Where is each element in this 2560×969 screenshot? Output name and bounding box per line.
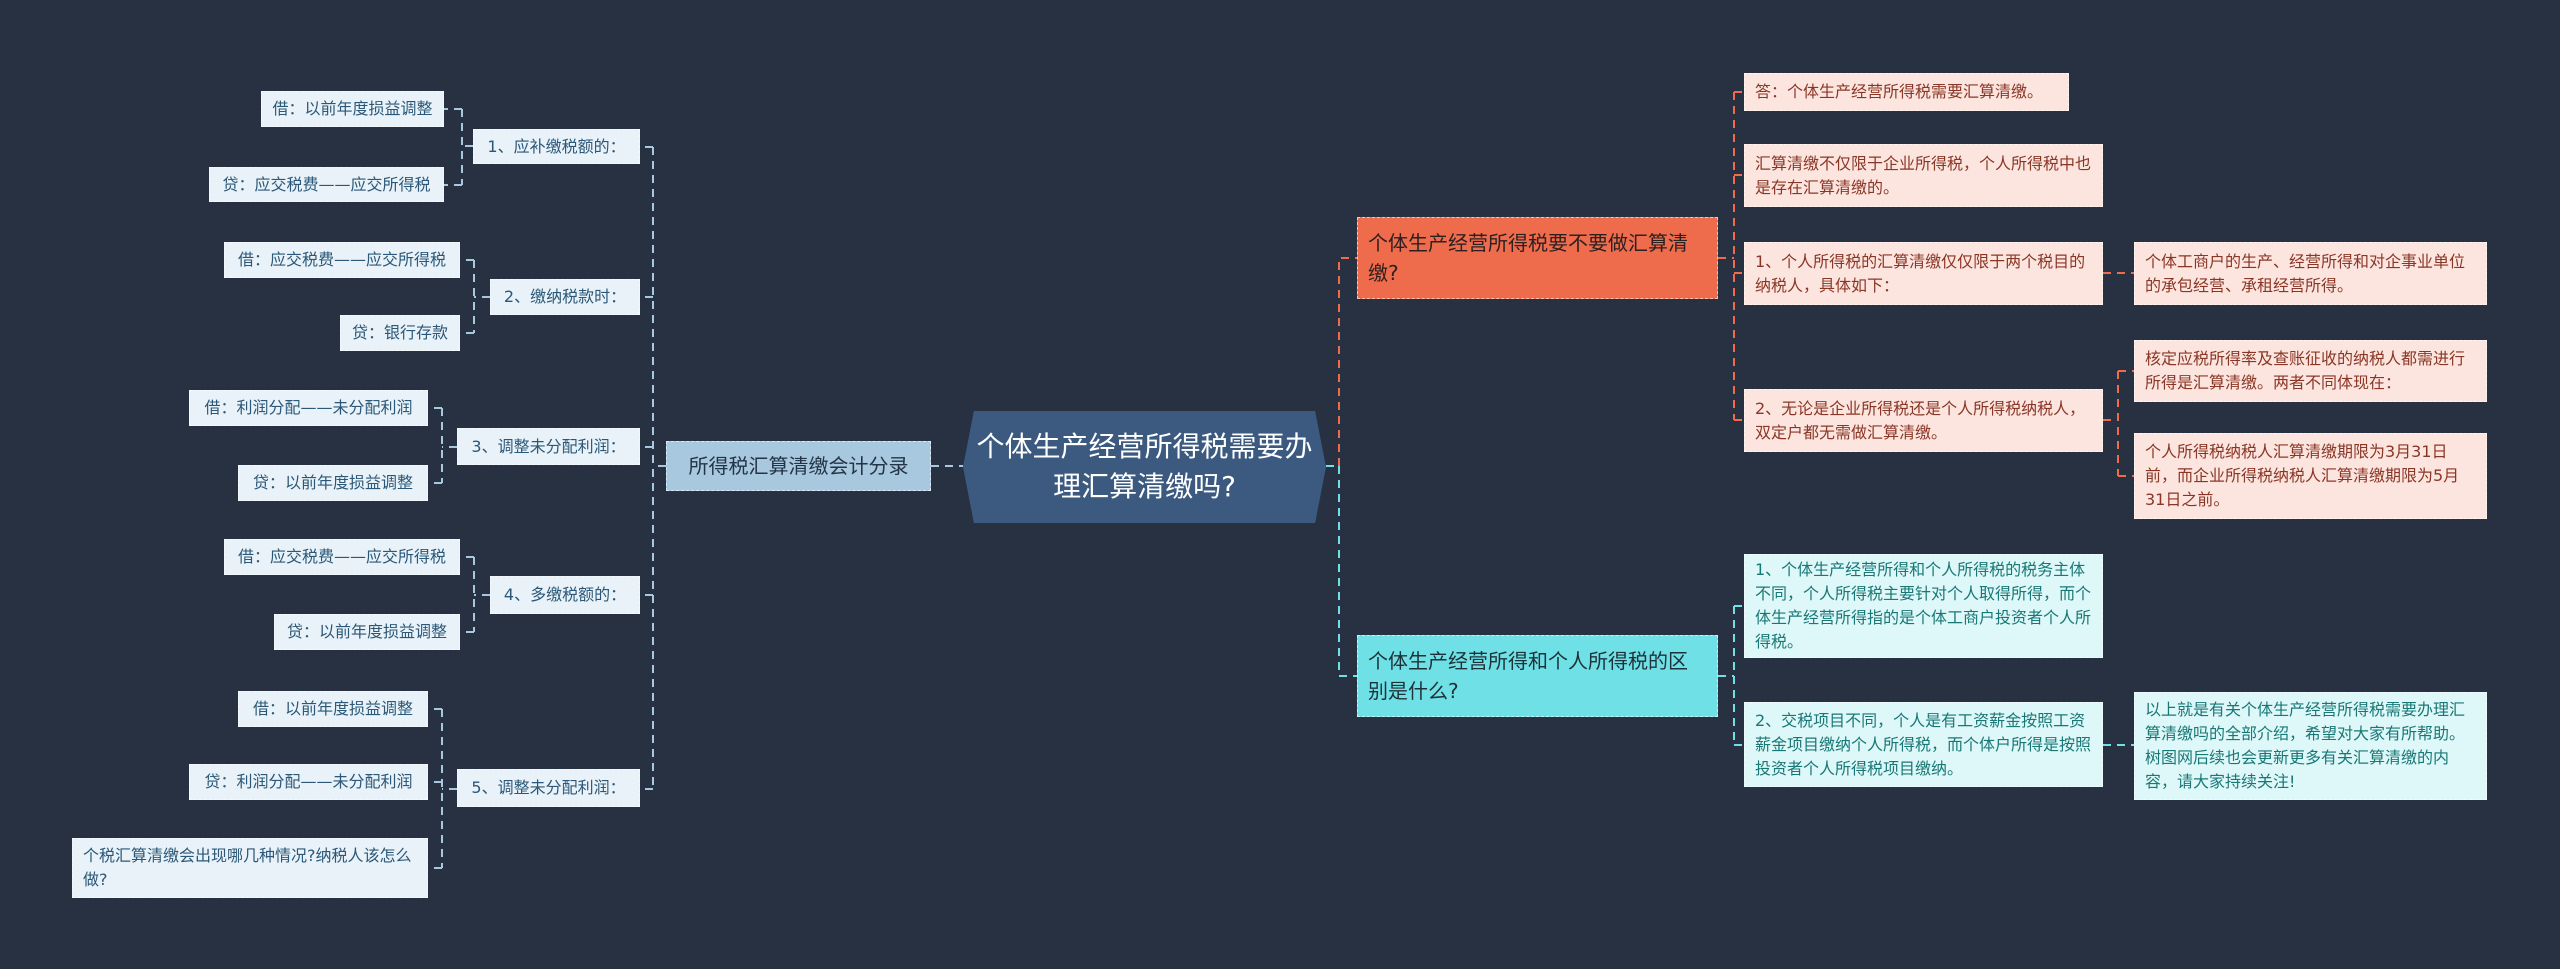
right-main-topic-2[interactable]: 个体生产经营所得和个人所得税的区别是什么? <box>1357 635 1718 717</box>
difference-item[interactable]: 1、个体生产经营所得和个人所得税的税务主体不同，个人所得税主要针对个人取得所得，… <box>1744 554 2103 658</box>
related-question-link[interactable]: 个税汇算清缴会出现哪几种情况?纳税人该怎么做? <box>72 838 428 898</box>
entry-item[interactable]: 贷：银行存款 <box>340 315 460 351</box>
difference-item[interactable]: 2、交税项目不同，个人是有工资薪金按照工资薪金项目缴纳个人所得税，而个体户所得是… <box>1744 702 2103 787</box>
answer-item[interactable]: 1、个人所得税的汇算清缴仅仅限于两个税目的纳税人，具体如下： <box>1744 242 2103 305</box>
detail-item[interactable]: 个体工商户的生产、经营所得和对企事业单位的承包经营、承租经营所得。 <box>2134 242 2487 305</box>
central-topic[interactable]: 个体生产经营所得税需要办理汇算清缴吗? <box>963 411 1326 523</box>
entry-item[interactable]: 借：利润分配——未分配利润 <box>189 390 428 426</box>
group-label-2[interactable]: 2、缴纳税款时： <box>490 279 640 315</box>
entry-item[interactable]: 贷：利润分配——未分配利润 <box>189 764 428 800</box>
detail-item[interactable]: 核定应税所得率及查账征收的纳税人都需进行所得是汇算清缴。两者不同体现在： <box>2134 340 2487 402</box>
entry-item[interactable]: 借：应交税费——应交所得税 <box>224 539 460 575</box>
detail-item[interactable]: 个人所得税纳税人汇算清缴期限为3月31日前，而企业所得税纳税人汇算清缴期限为5月… <box>2134 433 2487 519</box>
answer-item[interactable]: 答：个体生产经营所得税需要汇算清缴。 <box>1744 73 2069 111</box>
summary-item[interactable]: 以上就是有关个体生产经营所得税需要办理汇算清缴吗的全部介绍，希望对大家有所帮助。… <box>2134 692 2487 800</box>
group-label-3[interactable]: 3、调整未分配利润： <box>457 428 640 465</box>
group-label-5[interactable]: 5、调整未分配利润： <box>457 769 640 807</box>
entry-item[interactable]: 贷：以前年度损益调整 <box>274 614 460 650</box>
group-label-4[interactable]: 4、多缴税额的： <box>490 576 640 614</box>
entry-item[interactable]: 借：以前年度损益调整 <box>261 91 444 127</box>
left-main-topic[interactable]: 所得税汇算清缴会计分录 <box>666 441 931 491</box>
entry-item[interactable]: 贷：应交税费——应交所得税 <box>209 167 444 202</box>
entry-item[interactable]: 贷：以前年度损益调整 <box>238 465 428 501</box>
group-label-1[interactable]: 1、应补缴税额的： <box>473 129 640 164</box>
answer-item[interactable]: 汇算清缴不仅限于企业所得税，个人所得税中也是存在汇算清缴的。 <box>1744 144 2103 207</box>
entry-item[interactable]: 借：应交税费——应交所得税 <box>224 242 460 278</box>
answer-item[interactable]: 2、无论是企业所得税还是个人所得税纳税人，双定户都无需做汇算清缴。 <box>1744 389 2103 452</box>
entry-item[interactable]: 借：以前年度损益调整 <box>238 691 428 727</box>
right-main-topic-1[interactable]: 个体生产经营所得税要不要做汇算清缴? <box>1357 217 1718 299</box>
